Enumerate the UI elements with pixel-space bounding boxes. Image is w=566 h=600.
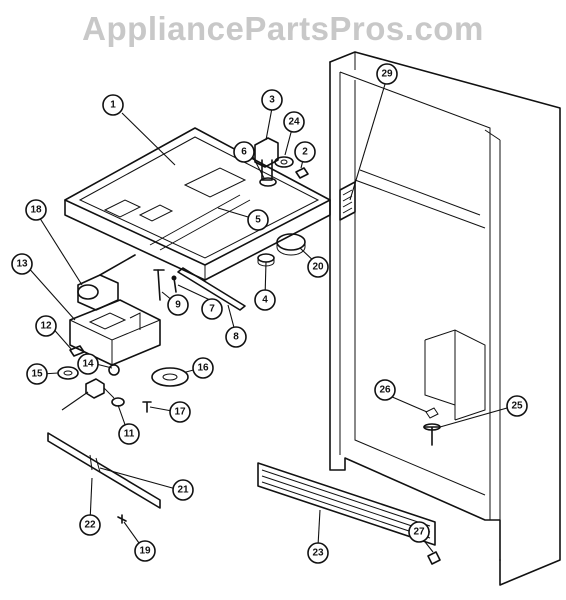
callout-label: 18 (30, 205, 42, 216)
callout-15: 15 (26, 363, 48, 385)
callout-label: 24 (288, 117, 300, 128)
callout-26: 26 (374, 379, 396, 401)
disk-parts (257, 233, 306, 267)
callout-19: 19 (134, 540, 156, 562)
hinge-part (339, 181, 356, 221)
callout-24: 24 (283, 111, 305, 133)
callout-label: 25 (511, 401, 523, 412)
callout-17: 17 (169, 401, 191, 423)
callout-label: 7 (209, 304, 215, 315)
callout-4: 4 (254, 289, 276, 311)
control-knob-parts (254, 137, 309, 187)
refrigerator-cabinet (329, 51, 561, 586)
callout-3: 3 (261, 89, 283, 111)
callout-label: 20 (312, 262, 324, 273)
callout-22: 22 (79, 514, 101, 536)
callout-label: 14 (82, 359, 94, 370)
callout-label: 11 (124, 429, 135, 440)
callout-label: 1 (110, 100, 116, 111)
callout-label: 15 (31, 369, 43, 380)
callout-label: 3 (269, 95, 275, 106)
screw-parts (153, 269, 177, 301)
callout-16: 16 (192, 357, 214, 379)
callout-label: 12 (40, 321, 52, 332)
callout-25: 25 (506, 395, 528, 417)
callout-label: 2 (302, 147, 308, 158)
callout-6: 6 (233, 141, 255, 163)
top-cover-assembly (64, 127, 331, 281)
small-parts (57, 345, 189, 413)
callout-label: 29 (381, 69, 393, 80)
front-strip-part (47, 432, 161, 524)
leader-lines (25, 80, 515, 553)
callout-label: 8 (233, 332, 239, 343)
callout-label: 23 (312, 548, 324, 559)
leveler-leg-part (423, 407, 441, 446)
callout-label: 27 (413, 527, 425, 538)
motor-part (77, 254, 136, 311)
callout-1: 1 (102, 94, 124, 116)
callout-12: 12 (35, 315, 57, 337)
callout-label: 21 (177, 485, 189, 496)
callout-label: 13 (16, 259, 28, 270)
callout-label: 19 (139, 546, 151, 557)
callout-11: 11 (118, 423, 140, 445)
callout-label: 4 (262, 295, 268, 306)
callout-21: 21 (172, 479, 194, 501)
callout-27: 27 (408, 521, 430, 543)
callout-label: 16 (197, 363, 209, 374)
callout-label: 6 (241, 147, 247, 158)
callout-8: 8 (225, 326, 247, 348)
grille-part (257, 462, 436, 546)
callout-14: 14 (77, 353, 99, 375)
watermark-text: AppliancePartsPros.com (82, 10, 484, 47)
callout-13: 13 (11, 253, 33, 275)
callout-label: 9 (175, 300, 181, 311)
rail-part (177, 267, 246, 311)
callout-label: 5 (255, 215, 261, 226)
callout-29: 29 (376, 63, 398, 85)
callout-label: 22 (84, 520, 96, 531)
clip-part (427, 551, 441, 565)
housing-part (69, 299, 161, 366)
callout-label: 17 (174, 407, 186, 418)
callout-9: 9 (167, 294, 189, 316)
callout-7: 7 (201, 298, 223, 320)
callout-label: 26 (379, 385, 391, 396)
callout-2: 2 (294, 141, 316, 163)
callout-5: 5 (247, 209, 269, 231)
callout-20: 20 (307, 256, 329, 278)
callout-23: 23 (307, 542, 329, 564)
callout-18: 18 (25, 199, 47, 221)
